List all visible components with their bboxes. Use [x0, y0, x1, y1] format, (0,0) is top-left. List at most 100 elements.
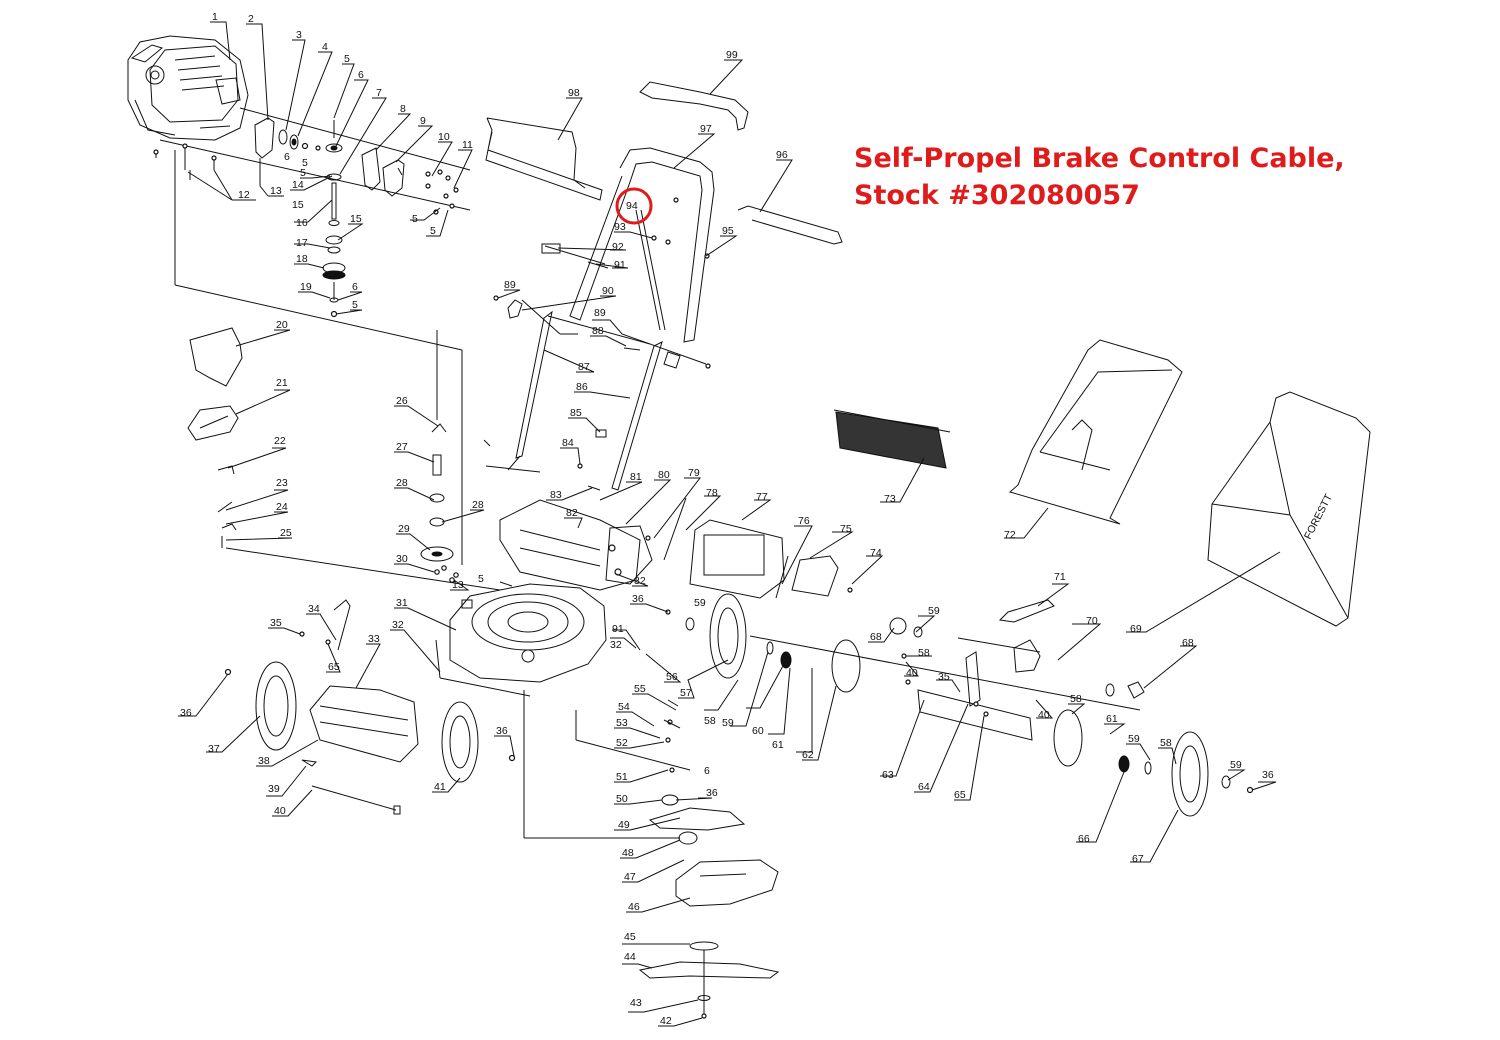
part-label-99: 99: [726, 49, 738, 61]
part-label-25: 25: [280, 527, 292, 539]
part-label-17: 17: [296, 237, 308, 249]
part-label-23: 23: [276, 477, 288, 489]
part-label-88: 88: [592, 325, 604, 337]
part-label-91a: 91: [612, 623, 624, 635]
part-label-82: 82: [566, 507, 578, 519]
part-label-39: 39: [268, 783, 280, 795]
part-label-42: 42: [660, 1015, 672, 1027]
part-label-69: 69: [1130, 623, 1142, 635]
part-label-77: 77: [756, 491, 768, 503]
part-label-64: 64: [918, 781, 930, 793]
part-label-11: 11: [462, 139, 473, 151]
part-label-2: 2: [248, 13, 254, 25]
part-label-36a: 36: [180, 707, 192, 719]
part-label-98: 98: [568, 87, 580, 99]
part-label-62: 62: [802, 749, 814, 761]
part-label-61b: 61: [1106, 713, 1118, 725]
part-label-37: 37: [208, 743, 220, 755]
part-label-89a: 89: [594, 307, 606, 319]
part-label-59a: 59: [694, 597, 706, 609]
part-label-87: 87: [578, 361, 590, 373]
part-label-70: 70: [1086, 615, 1098, 627]
part-label-86: 86: [576, 381, 588, 393]
part-label-28a: 28: [396, 477, 408, 489]
part-label-15a: 15: [292, 199, 304, 211]
engine-mount-parts: [153, 117, 463, 565]
part-label-40b: 40: [906, 667, 918, 679]
part-label-41: 41: [434, 781, 446, 793]
part-label-8: 8: [400, 103, 406, 115]
part-label-13a: 13: [270, 185, 282, 197]
callout-line-2: Stock #302080057: [854, 180, 1140, 211]
part-label-27: 27: [396, 441, 408, 453]
part-label-35a: 35: [270, 617, 282, 629]
part-label-18: 18: [296, 253, 308, 265]
part-label-89b: 89: [504, 279, 516, 291]
part-label-91b: 91: [614, 259, 626, 271]
part-label-55: 55: [634, 683, 646, 695]
grass-bag-brand-label: FORESTT: [1302, 492, 1335, 542]
callout-text: Self-Propel Brake Control Cable, Stock #…: [854, 140, 1345, 214]
part-label-21: 21: [276, 377, 288, 389]
part-labels: 1 2 3 4 5 6 7 8 9 10 11 12 13 14 15 5 6 …: [180, 11, 1274, 1027]
part-label-68b: 68: [1182, 637, 1194, 649]
part-label-5e: 5: [412, 213, 418, 225]
spindle-parts: [420, 330, 780, 1019]
part-label-6b: 6: [284, 151, 290, 163]
part-label-16: 16: [296, 217, 308, 229]
part-label-58c: 58: [1070, 693, 1082, 705]
part-label-52: 52: [616, 737, 628, 749]
part-label-74: 74: [870, 547, 882, 559]
part-label-36e: 36: [1262, 769, 1274, 781]
part-label-34: 34: [308, 603, 320, 615]
part-label-58a: 58: [704, 715, 716, 727]
part-label-22: 22: [274, 435, 286, 447]
part-label-93: 93: [614, 221, 626, 233]
part-label-49: 49: [618, 819, 630, 831]
part-label-1: 1: [212, 11, 218, 23]
part-label-43: 43: [630, 997, 642, 1009]
part-label-60: 60: [752, 725, 764, 737]
part-label-59b: 59: [722, 717, 734, 729]
part-label-3: 3: [296, 29, 302, 41]
part-label-59e: 59: [1230, 759, 1242, 771]
leader-lines: [178, 21, 1281, 1027]
part-label-46: 46: [628, 901, 640, 913]
part-label-6d: 6: [704, 765, 710, 777]
part-label-58b: 58: [918, 647, 930, 659]
part-label-90: 90: [602, 285, 614, 297]
part-label-32b: 32: [634, 575, 646, 587]
part-label-5a: 5: [344, 53, 350, 65]
grass-bag-assembly: FORESTT: [833, 339, 1371, 627]
part-label-38: 38: [258, 755, 270, 767]
part-label-97: 97: [700, 123, 712, 135]
part-label-83: 83: [550, 489, 562, 501]
part-label-47: 47: [624, 871, 636, 883]
part-label-33: 33: [368, 633, 380, 645]
part-label-53: 53: [616, 717, 628, 729]
part-label-6c: 6: [352, 281, 358, 293]
part-label-5g: 5: [478, 573, 484, 585]
part-label-44: 44: [624, 951, 636, 963]
part-label-84: 84: [562, 437, 574, 449]
part-label-59c: 59: [928, 605, 940, 617]
part-label-72: 72: [1004, 529, 1016, 541]
part-label-36c: 36: [632, 593, 644, 605]
part-label-51: 51: [616, 771, 628, 783]
part-label-54: 54: [618, 701, 630, 713]
part-label-73: 73: [884, 493, 896, 505]
part-label-94: 94: [626, 200, 638, 212]
part-label-32a: 32: [392, 619, 404, 631]
highlight-circle-part-94: [615, 187, 653, 225]
part-label-36b: 36: [496, 725, 508, 737]
rear-axle-assembly: [665, 593, 1254, 817]
callout-line-1: Self-Propel Brake Control Cable,: [854, 143, 1345, 174]
part-label-63: 63: [882, 769, 894, 781]
part-label-65a: 65: [328, 661, 340, 673]
part-label-96: 96: [776, 149, 788, 161]
part-label-10: 10: [438, 131, 450, 143]
part-label-76: 76: [798, 515, 810, 527]
part-label-95: 95: [722, 225, 734, 237]
part-label-58d: 58: [1160, 737, 1172, 749]
